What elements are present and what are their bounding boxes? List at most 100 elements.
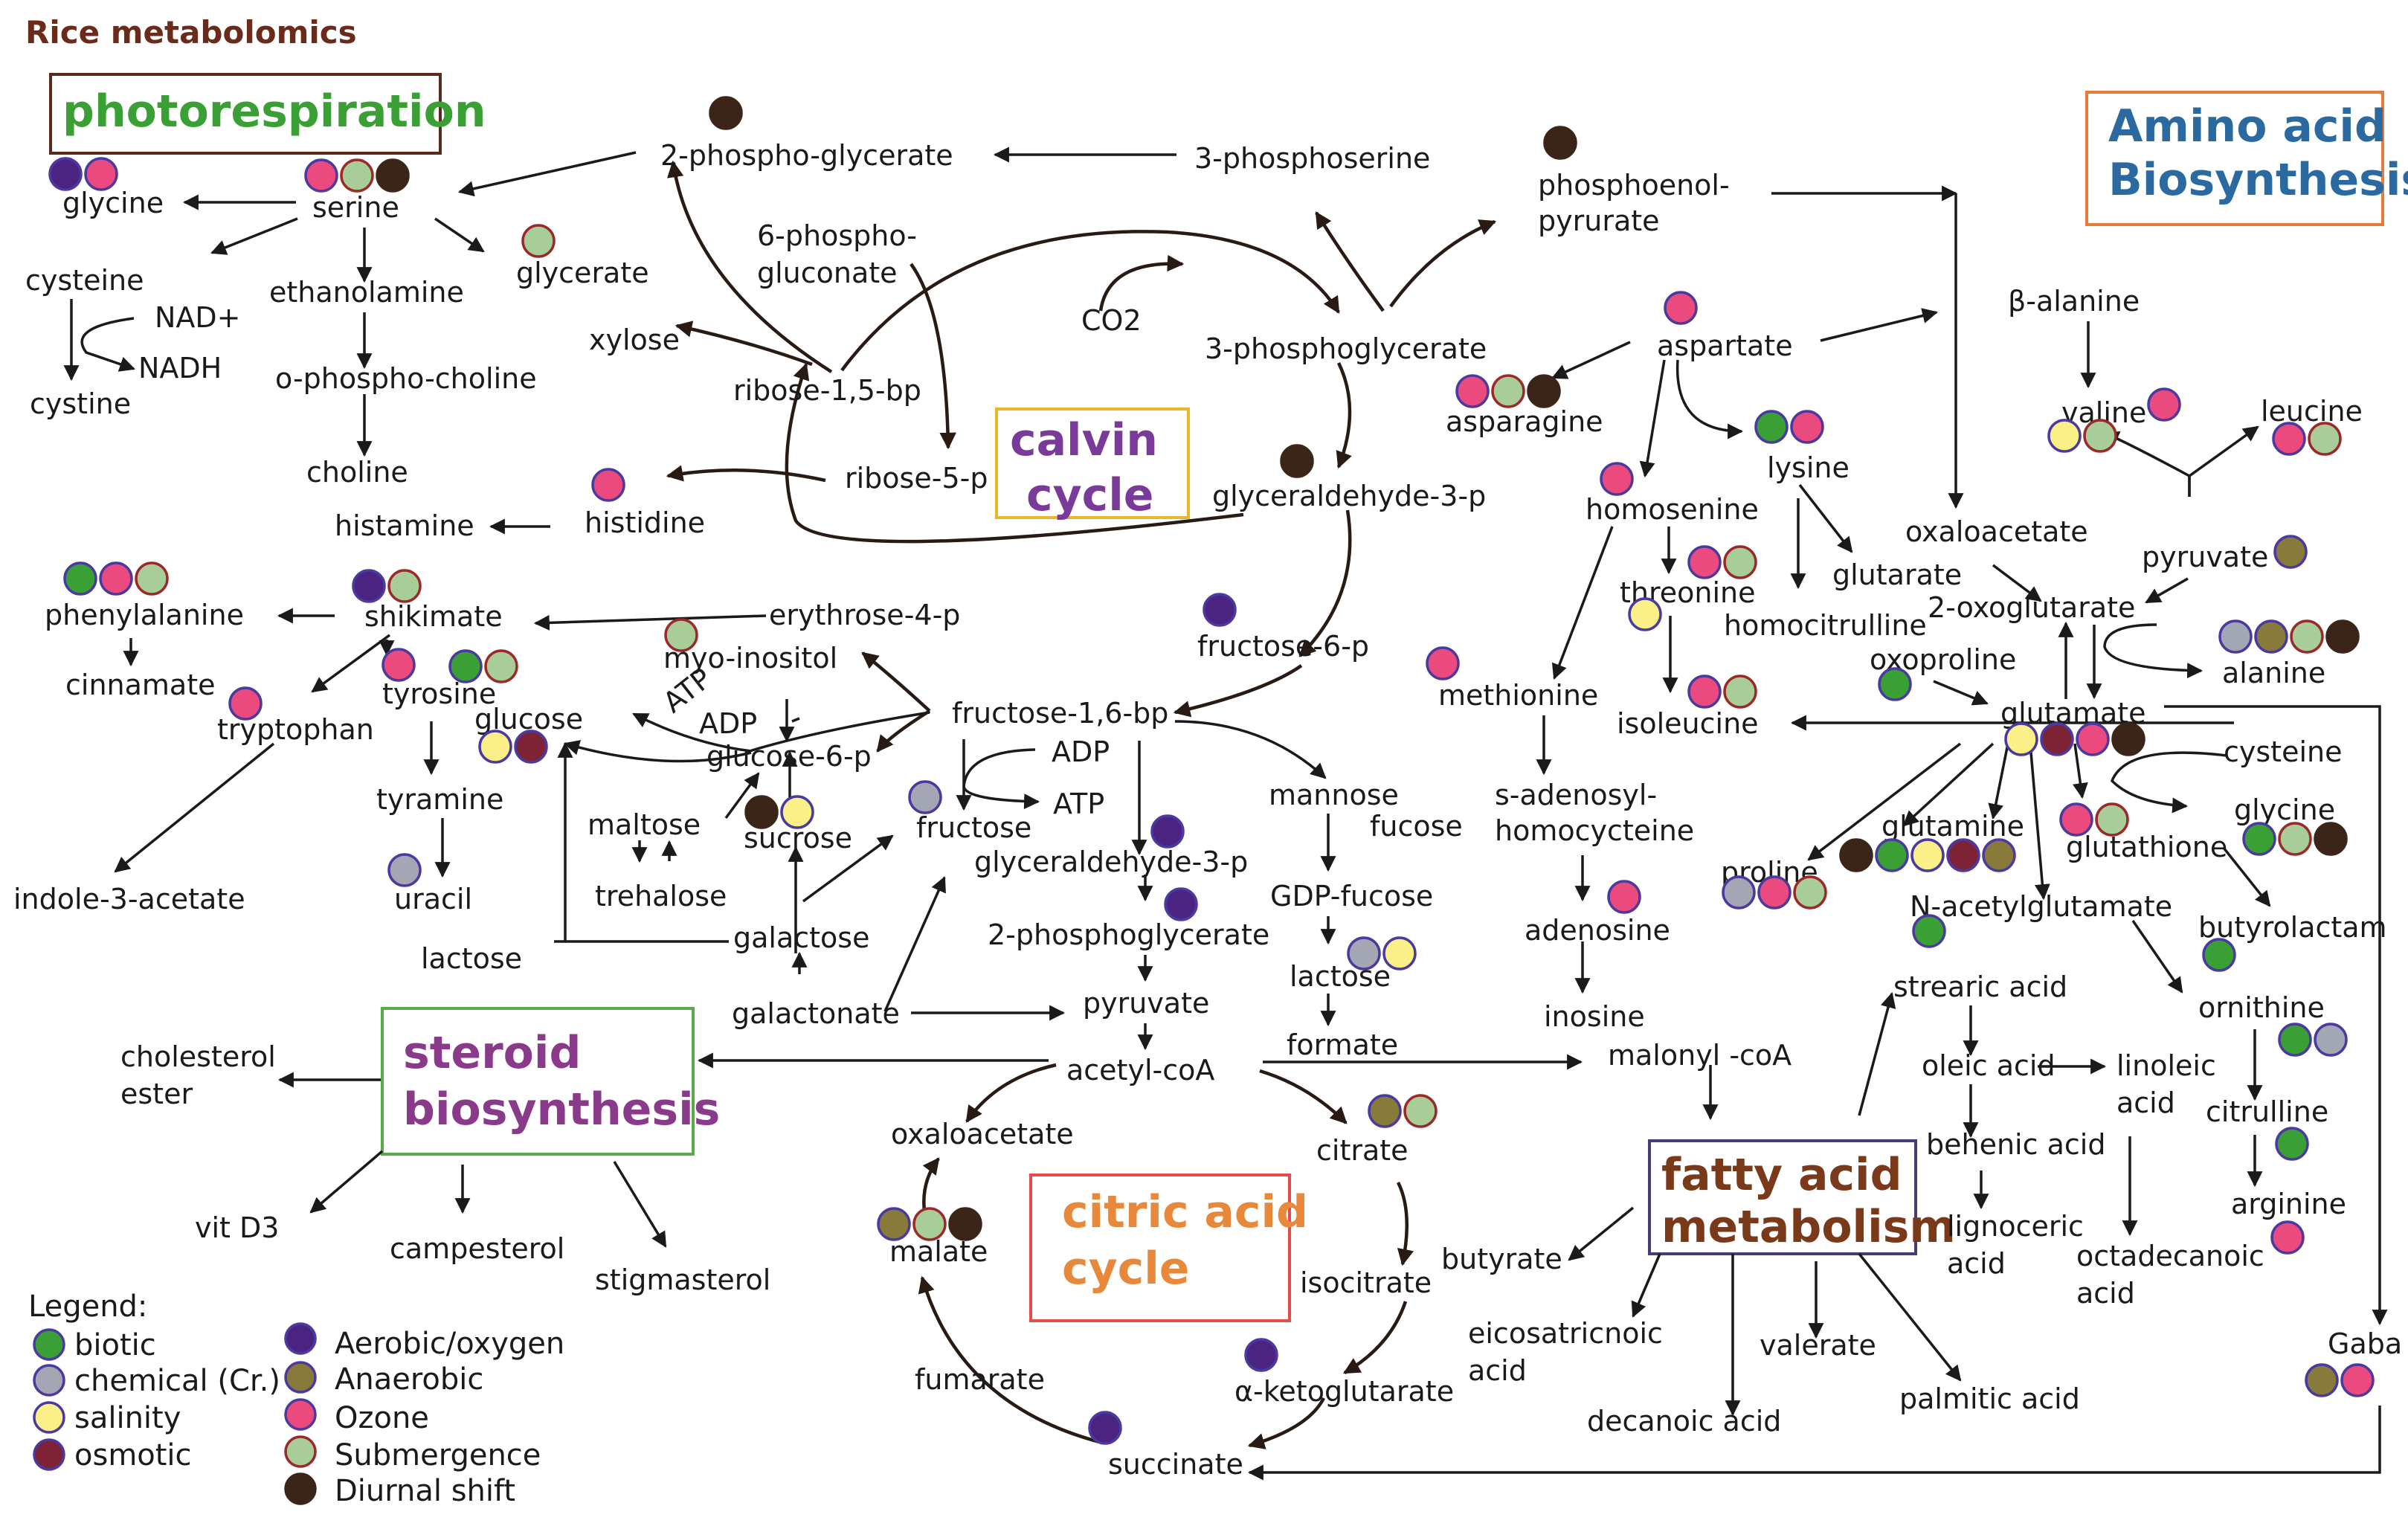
stress-dot-citrate-1 xyxy=(1403,1094,1438,1128)
label-campesterol: campesterol xyxy=(390,1232,564,1265)
stress-dot-tyrosine-0 xyxy=(382,648,416,682)
stress-dot-glycine-right-0 xyxy=(2242,822,2276,856)
stress-dot-asparagine-0 xyxy=(1455,374,1490,408)
stress-dot-aspartate-0 xyxy=(1664,291,1698,325)
label-cysteine-right: cysteine xyxy=(2224,735,2342,768)
label-formate: formate xyxy=(1287,1028,1398,1061)
stress-dot-gaba-0 xyxy=(2305,1363,2339,1397)
label-nadh: NADH xyxy=(138,352,222,384)
stress-dot-citrulline-0 xyxy=(2275,1127,2309,1161)
label-alpha-ketoglutarate: α-ketoglutarate xyxy=(1234,1375,1454,1408)
label-ethanolamine: ethanolamine xyxy=(269,276,464,309)
stress-dot-butyrolactam-0 xyxy=(2202,938,2236,972)
label-beta-alanine: β-alanine xyxy=(2008,285,2140,318)
stress-dot-shikimate-1 xyxy=(387,569,422,603)
label-citrulline: citrulline xyxy=(2206,1095,2328,1128)
stress-dot-histidine-0 xyxy=(591,468,625,502)
stress-dot-glucose-1 xyxy=(514,730,548,764)
label-pyruvate-mid: pyruvate xyxy=(1083,987,1209,1020)
legend-label-diurnal: Diurnal shift xyxy=(335,1474,515,1508)
label-succinate: succinate xyxy=(1108,1448,1243,1481)
label-cystine: cystine xyxy=(30,387,131,420)
legend-item-ozone: Ozone xyxy=(284,1398,429,1435)
label-gaba: Gaba xyxy=(2328,1327,2402,1360)
label-histidine: histidine xyxy=(585,506,705,539)
legend-label-salinity: salinity xyxy=(74,1401,181,1435)
label-eicosatricnoic: eicosatricnoic xyxy=(1468,1317,1663,1350)
stress-dot-malate-2 xyxy=(948,1207,982,1241)
stress-dot-phenylalanine-0 xyxy=(63,561,97,596)
stress-indicator-dots xyxy=(48,96,2375,1445)
stress-dot-glutamate-1 xyxy=(2040,722,2074,756)
steroid-label-line1: steroid xyxy=(403,1027,581,1079)
label-galactonate: galactonate xyxy=(732,997,900,1030)
label-3-phosphoglycerate: 3-phosphoglycerate xyxy=(1205,332,1487,365)
label-palmitic-acid: palmitic acid xyxy=(1899,1382,2080,1415)
label-o-phospho-choline: o-phospho-choline xyxy=(275,362,537,395)
label-oxaloacetate-tca: oxaloacetate xyxy=(891,1118,1074,1150)
label-fructose-6-p: fructose-6-p xyxy=(1197,630,1369,663)
label-malonyl-coa: malonyl -coA xyxy=(1608,1039,1791,1072)
legend-item-submergence: Submergence xyxy=(284,1435,541,1472)
label-phosphoenol: phosphoenol- xyxy=(1538,169,1730,202)
stress-dot-succinate-0 xyxy=(1088,1411,1122,1445)
label-gdp-fucose: GDP-fucose xyxy=(1270,880,1433,912)
stress-dot-asparagine-1 xyxy=(1491,374,1525,408)
stress-dot-serine-1 xyxy=(340,158,374,193)
stress-dot-valine-0 xyxy=(2147,387,2181,422)
stress-dot-threonine-0 xyxy=(1687,545,1722,579)
fatty-label-line1: fatty acid xyxy=(1661,1149,1902,1201)
label-ribose-15-bp: ribose-1,5-bp xyxy=(733,374,921,407)
label-s-adenosyl: s-adenosyl- xyxy=(1495,779,1657,811)
pathway-arrows xyxy=(63,147,2388,1481)
stress-dot-arginine-0 xyxy=(2270,1220,2305,1255)
label-fumarate: fumarate xyxy=(915,1363,1045,1396)
stress-dot-glycerate-0 xyxy=(521,224,556,258)
label-octadecanoic: octadecanoic xyxy=(2076,1240,2264,1272)
stress-dot-valine-lower-0 xyxy=(2047,419,2082,453)
stress-dot-glutamine-0 xyxy=(1839,838,1873,872)
label-strearic-acid: strearic acid xyxy=(1893,970,2067,1003)
label-acid-linoleic: acid xyxy=(2116,1086,2175,1119)
label-lactose-left: lactose xyxy=(421,942,522,975)
label-shikimate: shikimate xyxy=(364,600,503,633)
label-butyrate: butyrate xyxy=(1441,1243,1562,1275)
stress-dot-sucrose-0 xyxy=(744,795,779,829)
label-vit-d3: vit D3 xyxy=(195,1211,279,1244)
label-ornithine: ornithine xyxy=(2198,991,2325,1024)
label-pyrurate: pyrurate xyxy=(1538,205,1660,237)
legend-label-anaerobic: Anaerobic xyxy=(335,1362,483,1397)
stress-dot-2-phosphoglycerate-0 xyxy=(1164,887,1198,921)
legend-label-submergence: Submergence xyxy=(335,1438,541,1472)
label-2-oxoglutarate: 2-oxoglutarate xyxy=(1928,591,2135,624)
legend-item-anaerobic: Anaerobic xyxy=(284,1361,483,1397)
label-fucose: fucose xyxy=(1370,810,1463,843)
label-6-phospho: 6-phospho- xyxy=(757,219,917,252)
stress-dot-lysine-0 xyxy=(1754,410,1789,444)
label-isocitrate: isocitrate xyxy=(1300,1266,1432,1299)
stress-dot-lactose-right-0 xyxy=(1347,936,1381,970)
label-mannose: mannose xyxy=(1269,779,1399,811)
label-glutamine: glutamine xyxy=(1881,810,2024,843)
stress-dot-alanine-2 xyxy=(2290,619,2324,654)
stress-dot-fructose-6-p-0 xyxy=(1203,593,1237,627)
stress-dot-glutamate-2 xyxy=(2076,722,2110,756)
diagram-title: Rice metabolomics xyxy=(25,14,357,51)
stress-dot-valine-lower-1 xyxy=(2083,419,2117,453)
label-n-acetylglutamate: N-acetylglutamate xyxy=(1910,890,2172,923)
label-pyruvate-aa: pyruvate xyxy=(2142,541,2268,573)
label-fructose: fructose xyxy=(916,811,1031,844)
label-2-phosphoglycerate: 2-phosphoglycerate xyxy=(988,918,1269,951)
label-butyrolactam: butyrolactam xyxy=(2198,911,2387,944)
label-tyramine: tyramine xyxy=(376,783,503,816)
stress-dot-leucine-0 xyxy=(2272,422,2306,456)
stress-dot-glutamine-1 xyxy=(1875,838,1909,872)
stress-dot-threonine-1 xyxy=(1723,545,1757,579)
label-aspartate: aspartate xyxy=(1657,329,1793,362)
stress-dot-alpha-ketoglutarate-0 xyxy=(1244,1338,1278,1372)
stress-dot-isoleucine-1 xyxy=(1723,675,1757,709)
label-fructose-16-bp: fructose-1,6-bp xyxy=(952,697,1168,730)
stress-dot-alanine-1 xyxy=(2254,619,2288,654)
stress-dot-malate-1 xyxy=(912,1207,947,1241)
stress-dot-glyceraldehyde-3-p-mid-0 xyxy=(1150,814,1185,849)
